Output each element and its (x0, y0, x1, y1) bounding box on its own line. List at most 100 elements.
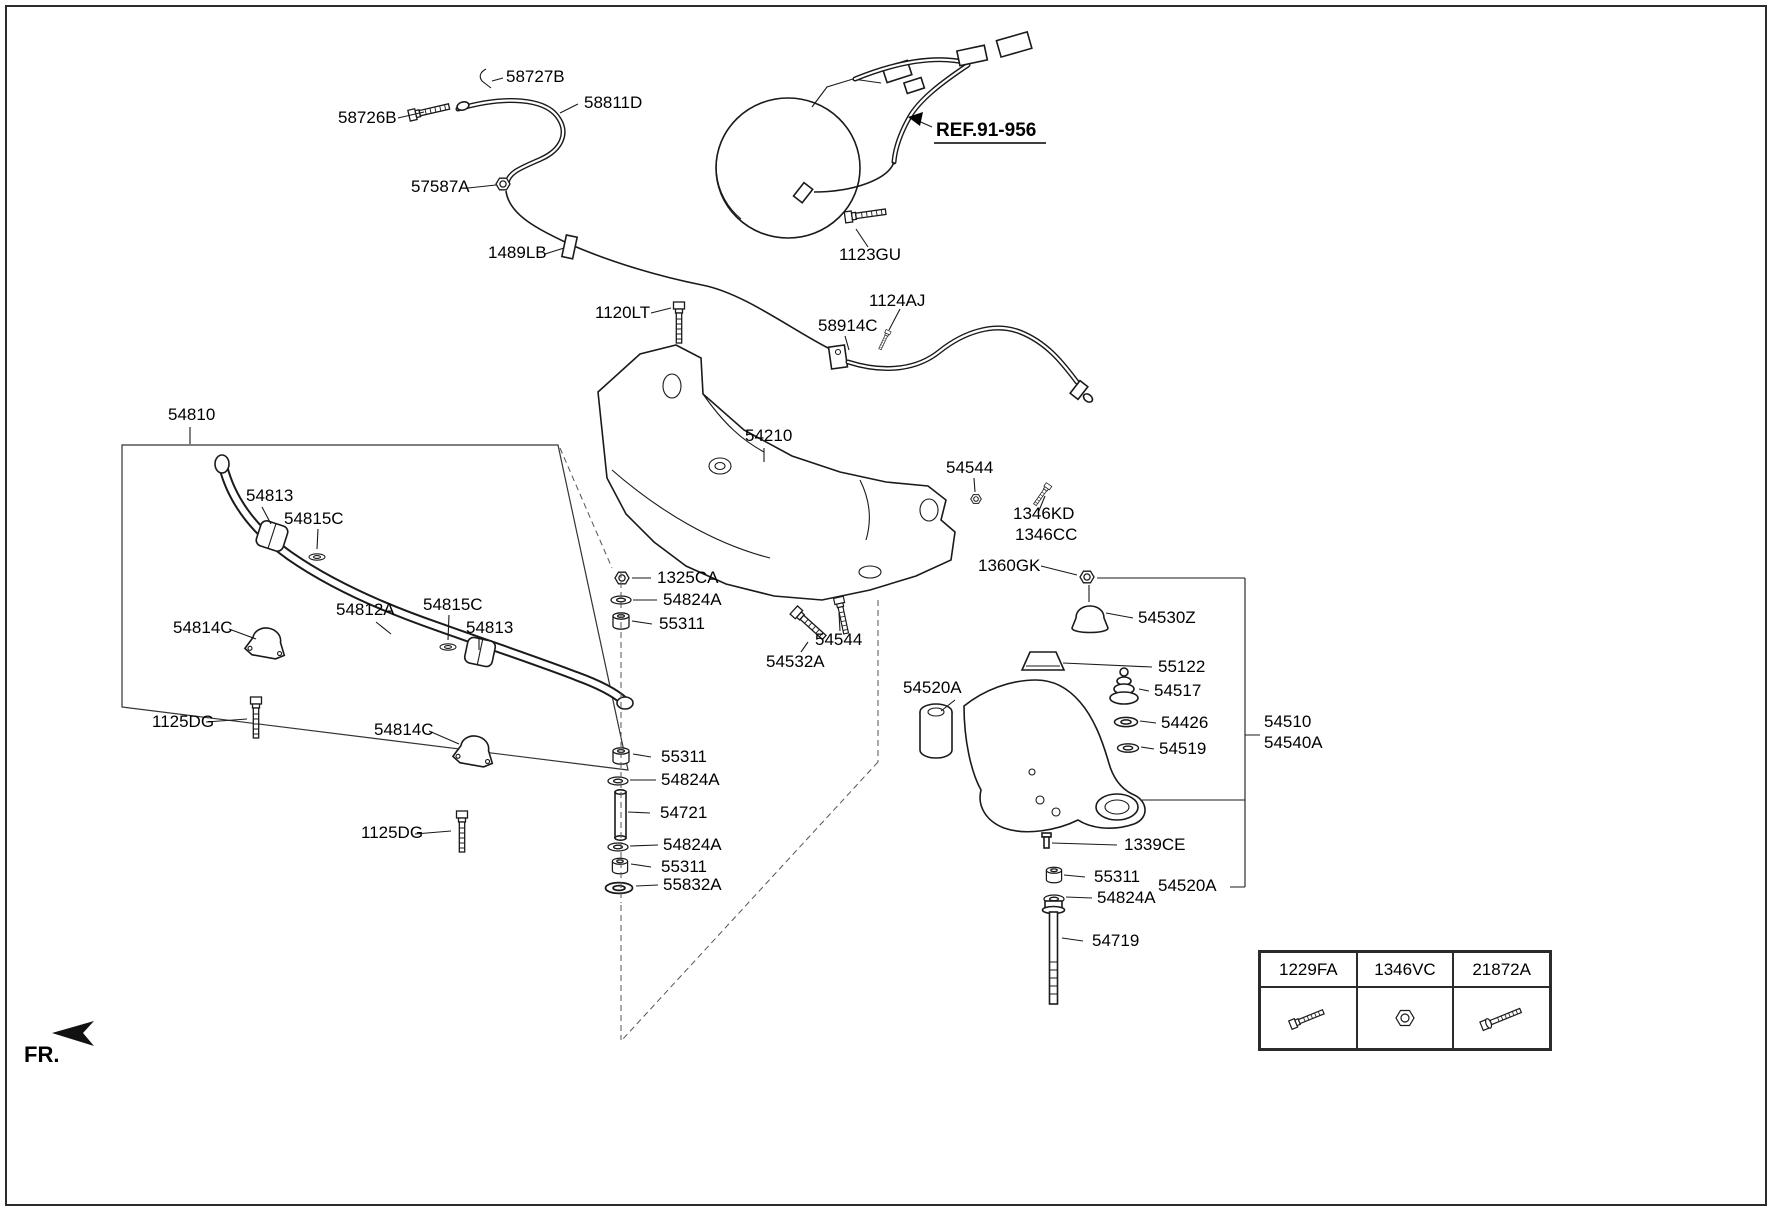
pin-1124AJ (877, 329, 892, 351)
fastener-table-header-1229FA: 1229FA (1260, 952, 1357, 987)
cable-fitting (792, 181, 814, 204)
bolt-1125DG (249, 696, 263, 739)
callout-55311: 55311 (659, 614, 705, 633)
callout-55832A: 55832A (663, 875, 722, 894)
washer-54824A-2 (607, 776, 629, 786)
callout-54517: 54517 (1154, 681, 1201, 700)
bushing-54813-2 (463, 636, 497, 668)
fastener-table-cell-21872A (1453, 987, 1550, 1049)
bracket-54814C (243, 627, 286, 660)
callout-54519: 54519 (1159, 739, 1206, 758)
parking-brake-rear-cable (827, 325, 1094, 403)
callout-55311-2: 55311 (661, 747, 707, 766)
clamp-1489LB (560, 234, 579, 260)
bolt-54719 (1041, 900, 1066, 1005)
callout-54814C-2: 54814C (374, 720, 434, 739)
callout-54544: 54544 (946, 458, 993, 477)
callout-58726B: 58726B (338, 108, 397, 127)
crossmember-54210 (597, 344, 1053, 643)
fr-label: FR. (24, 1042, 59, 1067)
fastener-table-cell-1346VC (1356, 987, 1454, 1049)
callout-1124AJ: 1124AJ (869, 291, 925, 310)
page-border (5, 5, 1767, 1206)
callout-54814C: 54814C (173, 618, 233, 637)
washer-55832A (604, 881, 634, 895)
callout-54824A-3: 54824A (663, 835, 722, 854)
washer-54824A-3 (607, 842, 629, 852)
bracket-54814C-2 (451, 735, 494, 768)
fastener-table: 1229FA 1346VC 21872A (1258, 950, 1552, 1051)
parking-brake-front-cable (407, 68, 831, 350)
ref-label: REF.91-956 (936, 120, 1036, 141)
clip-58727B (479, 68, 492, 89)
lower-control-arm-assembly (919, 570, 1146, 1005)
callout-55122: 55122 (1158, 657, 1205, 676)
callout-54813: 54813 (246, 486, 293, 505)
seat-55122 (1020, 651, 1066, 671)
ring-54815C-2 (439, 643, 457, 651)
stabilizer-bar-assembly (121, 444, 634, 853)
callout-1325CA: 1325CA (657, 568, 719, 587)
bolt-1120LT (672, 301, 686, 344)
nut-icon (1395, 1009, 1415, 1027)
callout-54530Z: 54530Z (1138, 608, 1196, 627)
fr-arrow-icon (52, 1021, 94, 1046)
callout-54824A: 54824A (663, 590, 722, 609)
cable-end-fitting (456, 101, 470, 111)
callout-54544-2: 54544 (815, 630, 862, 649)
cable-connector (955, 44, 989, 67)
callout-55311-4: 55311 (1094, 867, 1140, 886)
callout-54815C-2: 54815C (423, 595, 483, 614)
callout-1125DG: 1125DG (152, 712, 214, 731)
fastener-table-header-1346VC: 1346VC (1356, 952, 1454, 987)
callout-57587A: 57587A (411, 177, 470, 196)
callout-1339CE: 1339CE (1124, 835, 1185, 854)
stabilizer-link-stack (604, 571, 634, 895)
ball-joint-parts (1020, 570, 1140, 753)
callout-54719: 54719 (1092, 931, 1139, 950)
arm-rear-eye (1095, 793, 1139, 821)
callout-54812A: 54812A (336, 600, 395, 619)
bolt-58726B (407, 100, 451, 122)
equalizer-58914C (827, 344, 849, 370)
fastener-table-cell-1229FA (1260, 987, 1357, 1049)
ref-arrowhead (908, 112, 923, 126)
callout-labels: 58727B 58726B 58811D 57587A 1489LB 1123G… (152, 67, 1323, 950)
ring-54815C (308, 553, 326, 561)
bar-end-eye (214, 454, 230, 474)
callout-58811D: 58811D (584, 93, 642, 112)
callout-54813-2: 54813 (466, 618, 513, 637)
leader-lines (189, 77, 1157, 942)
callout-1125DG-2: 1125DG (361, 823, 423, 842)
callout-54824A-4: 54824A (1097, 888, 1156, 907)
ref-callout: REF.91-956 (908, 112, 1046, 144)
nut-57587A (495, 177, 511, 191)
callout-54815C: 54815C (284, 509, 344, 528)
bushing-55311-3 (611, 857, 629, 875)
callout-54824A-2: 54824A (661, 770, 720, 789)
callout-54810: 54810 (168, 405, 215, 424)
callout-54532A: 54532A (766, 652, 825, 671)
fastener-table-header-21872A: 21872A (1453, 952, 1550, 987)
ring-54519 (1116, 743, 1140, 753)
boot-54530Z (1071, 605, 1109, 634)
clip-54544 (970, 494, 982, 504)
callout-1120LT: 1120LT (595, 303, 650, 322)
nut-1360GK (1079, 570, 1095, 584)
callout-54520A-2: 54520A (1158, 876, 1217, 895)
construction-dashes (559, 447, 879, 1041)
lower-control-arm (963, 679, 1146, 833)
callout-54510: 54510 (1264, 712, 1311, 731)
bushing-55311-4 (1045, 866, 1063, 884)
callout-55311-3: 55311 (661, 857, 707, 876)
bolt-54544 (833, 595, 852, 636)
callout-1123GU: 1123GU (839, 245, 901, 264)
bolt-1125DG-2 (455, 810, 469, 853)
bushing-54813 (255, 520, 289, 552)
callout-1346KD: 1346KD (1013, 504, 1074, 523)
assembly-boundary-box (121, 444, 629, 771)
bracket-lines (1097, 577, 1260, 888)
ring-54426 (1113, 716, 1139, 728)
callout-54520A: 54520A (903, 678, 962, 697)
